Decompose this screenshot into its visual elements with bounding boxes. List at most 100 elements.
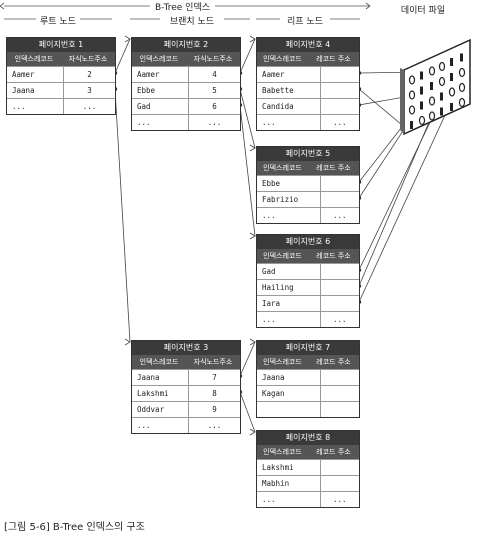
pointer-arrowhead: [249, 428, 256, 436]
row-child-address: ...: [207, 421, 222, 430]
row-key: Babette: [257, 83, 321, 98]
row-child-address: 6: [212, 102, 217, 111]
row-child-address: 8: [212, 389, 217, 398]
row-record-address: [321, 192, 359, 207]
index-row: Mabhin: [257, 475, 359, 491]
row-record-address: [321, 176, 359, 191]
index-row: ......: [257, 114, 359, 130]
header-record-address: 레코드 주소: [316, 358, 351, 366]
row-record-address: [321, 99, 359, 114]
row-child-address: ...: [82, 102, 97, 111]
data-bit-mark: [430, 82, 433, 90]
pointer-arrowhead: [249, 338, 256, 346]
row-record-address: [321, 280, 359, 295]
page-header: 인덱스레코드 레코드 주소: [257, 161, 359, 175]
row-record-address: [321, 264, 359, 279]
row-record-address: [321, 386, 359, 401]
header-record-address: 레코드 주소: [316, 448, 351, 456]
header-record-address: 레코드 주소: [316, 252, 351, 260]
row-key: Hailing: [257, 280, 321, 295]
data-file-icon: [400, 38, 471, 136]
row-child-address: 5: [212, 86, 217, 95]
row-record-address: [321, 370, 359, 385]
data-bit-mark: [410, 121, 413, 129]
page-title: 페이지번호 5: [257, 147, 359, 161]
header-key: 인덱스레코드: [14, 55, 54, 63]
row-key: Aamer: [257, 67, 321, 82]
child-pointer-p1-p3: [114, 88, 131, 343]
row-key: Iara: [257, 296, 321, 311]
header-child-address: 자식노드주소: [193, 55, 233, 63]
page-title: 페이지번호 2: [132, 38, 240, 52]
page-title: 페이지번호 6: [257, 235, 359, 249]
data-bit-mark: [440, 107, 443, 116]
header-child-address: 자식노드주소: [68, 55, 108, 63]
page-header: 인덱스레코드 레코드 주소: [257, 445, 359, 459]
row-key: ...: [257, 115, 321, 130]
header-key: 인덱스레코드: [263, 358, 302, 366]
row-key: ...: [257, 208, 321, 223]
header-key: 인덱스레코드: [263, 164, 302, 172]
pointer-arrowhead: [124, 35, 131, 43]
data-bit-mark: [420, 86, 423, 95]
row-record-address: ...: [333, 315, 347, 324]
index-row: Lakshmi: [257, 459, 359, 475]
page-title: 페이지번호 4: [257, 38, 359, 52]
child-pointer-p2-p5: [239, 88, 256, 149]
row-key: ...: [7, 99, 64, 114]
row-record-address: [321, 460, 359, 475]
data-bit-mark: [450, 73, 453, 81]
header-child-address: 자식노드주소: [193, 358, 233, 366]
child-pointer-p2-p4: [239, 38, 256, 74]
header-record-address: 레코드 주소: [316, 164, 351, 172]
row-key: ...: [132, 115, 189, 130]
index-row: Ebbe 5: [132, 82, 240, 98]
index-row: Jaana: [257, 369, 359, 385]
data-bit-mark: [440, 92, 443, 101]
index-row: Gad: [257, 263, 359, 279]
pointer-arrowhead: [124, 338, 131, 346]
child-pointer-p3-p8: [239, 391, 256, 433]
row-child-address: 4: [212, 70, 217, 79]
child-pointer-p3-p7: [239, 341, 256, 377]
row-record-address: ...: [333, 495, 347, 504]
figure-caption: [그림 5-6] B-Tree 인덱스의 구조: [4, 522, 145, 533]
row-key: Ebbe: [132, 83, 189, 98]
child-pointer-p2-p6: [239, 104, 256, 237]
row-record-address: [321, 83, 359, 98]
page-title: 페이지번호 7: [257, 341, 359, 355]
index-row: [257, 401, 359, 417]
record-pointer-p6: [358, 119, 431, 287]
header-key: 인덱스레코드: [263, 448, 302, 456]
level-label-branch: 브랜치 노드: [169, 17, 215, 27]
row-record-address: [321, 402, 359, 417]
page-header: 인덱스레코드 자식노드주소: [7, 52, 115, 66]
row-child-address: 9: [212, 405, 217, 414]
page-title: 페이지번호 8: [257, 431, 359, 445]
row-key: ...: [257, 312, 321, 327]
row-record-address: [321, 296, 359, 311]
data-bit-mark: [450, 58, 453, 66]
row-record-address: [321, 67, 359, 82]
row-key: Ebbe: [257, 176, 321, 191]
row-child-address: 7: [212, 373, 217, 382]
row-key: Gad: [257, 264, 321, 279]
page-title: 페이지번호 3: [132, 341, 240, 355]
row-key: Jaana: [257, 370, 321, 385]
row-key: Fabrizio: [257, 192, 321, 207]
index-row: ......: [257, 207, 359, 223]
